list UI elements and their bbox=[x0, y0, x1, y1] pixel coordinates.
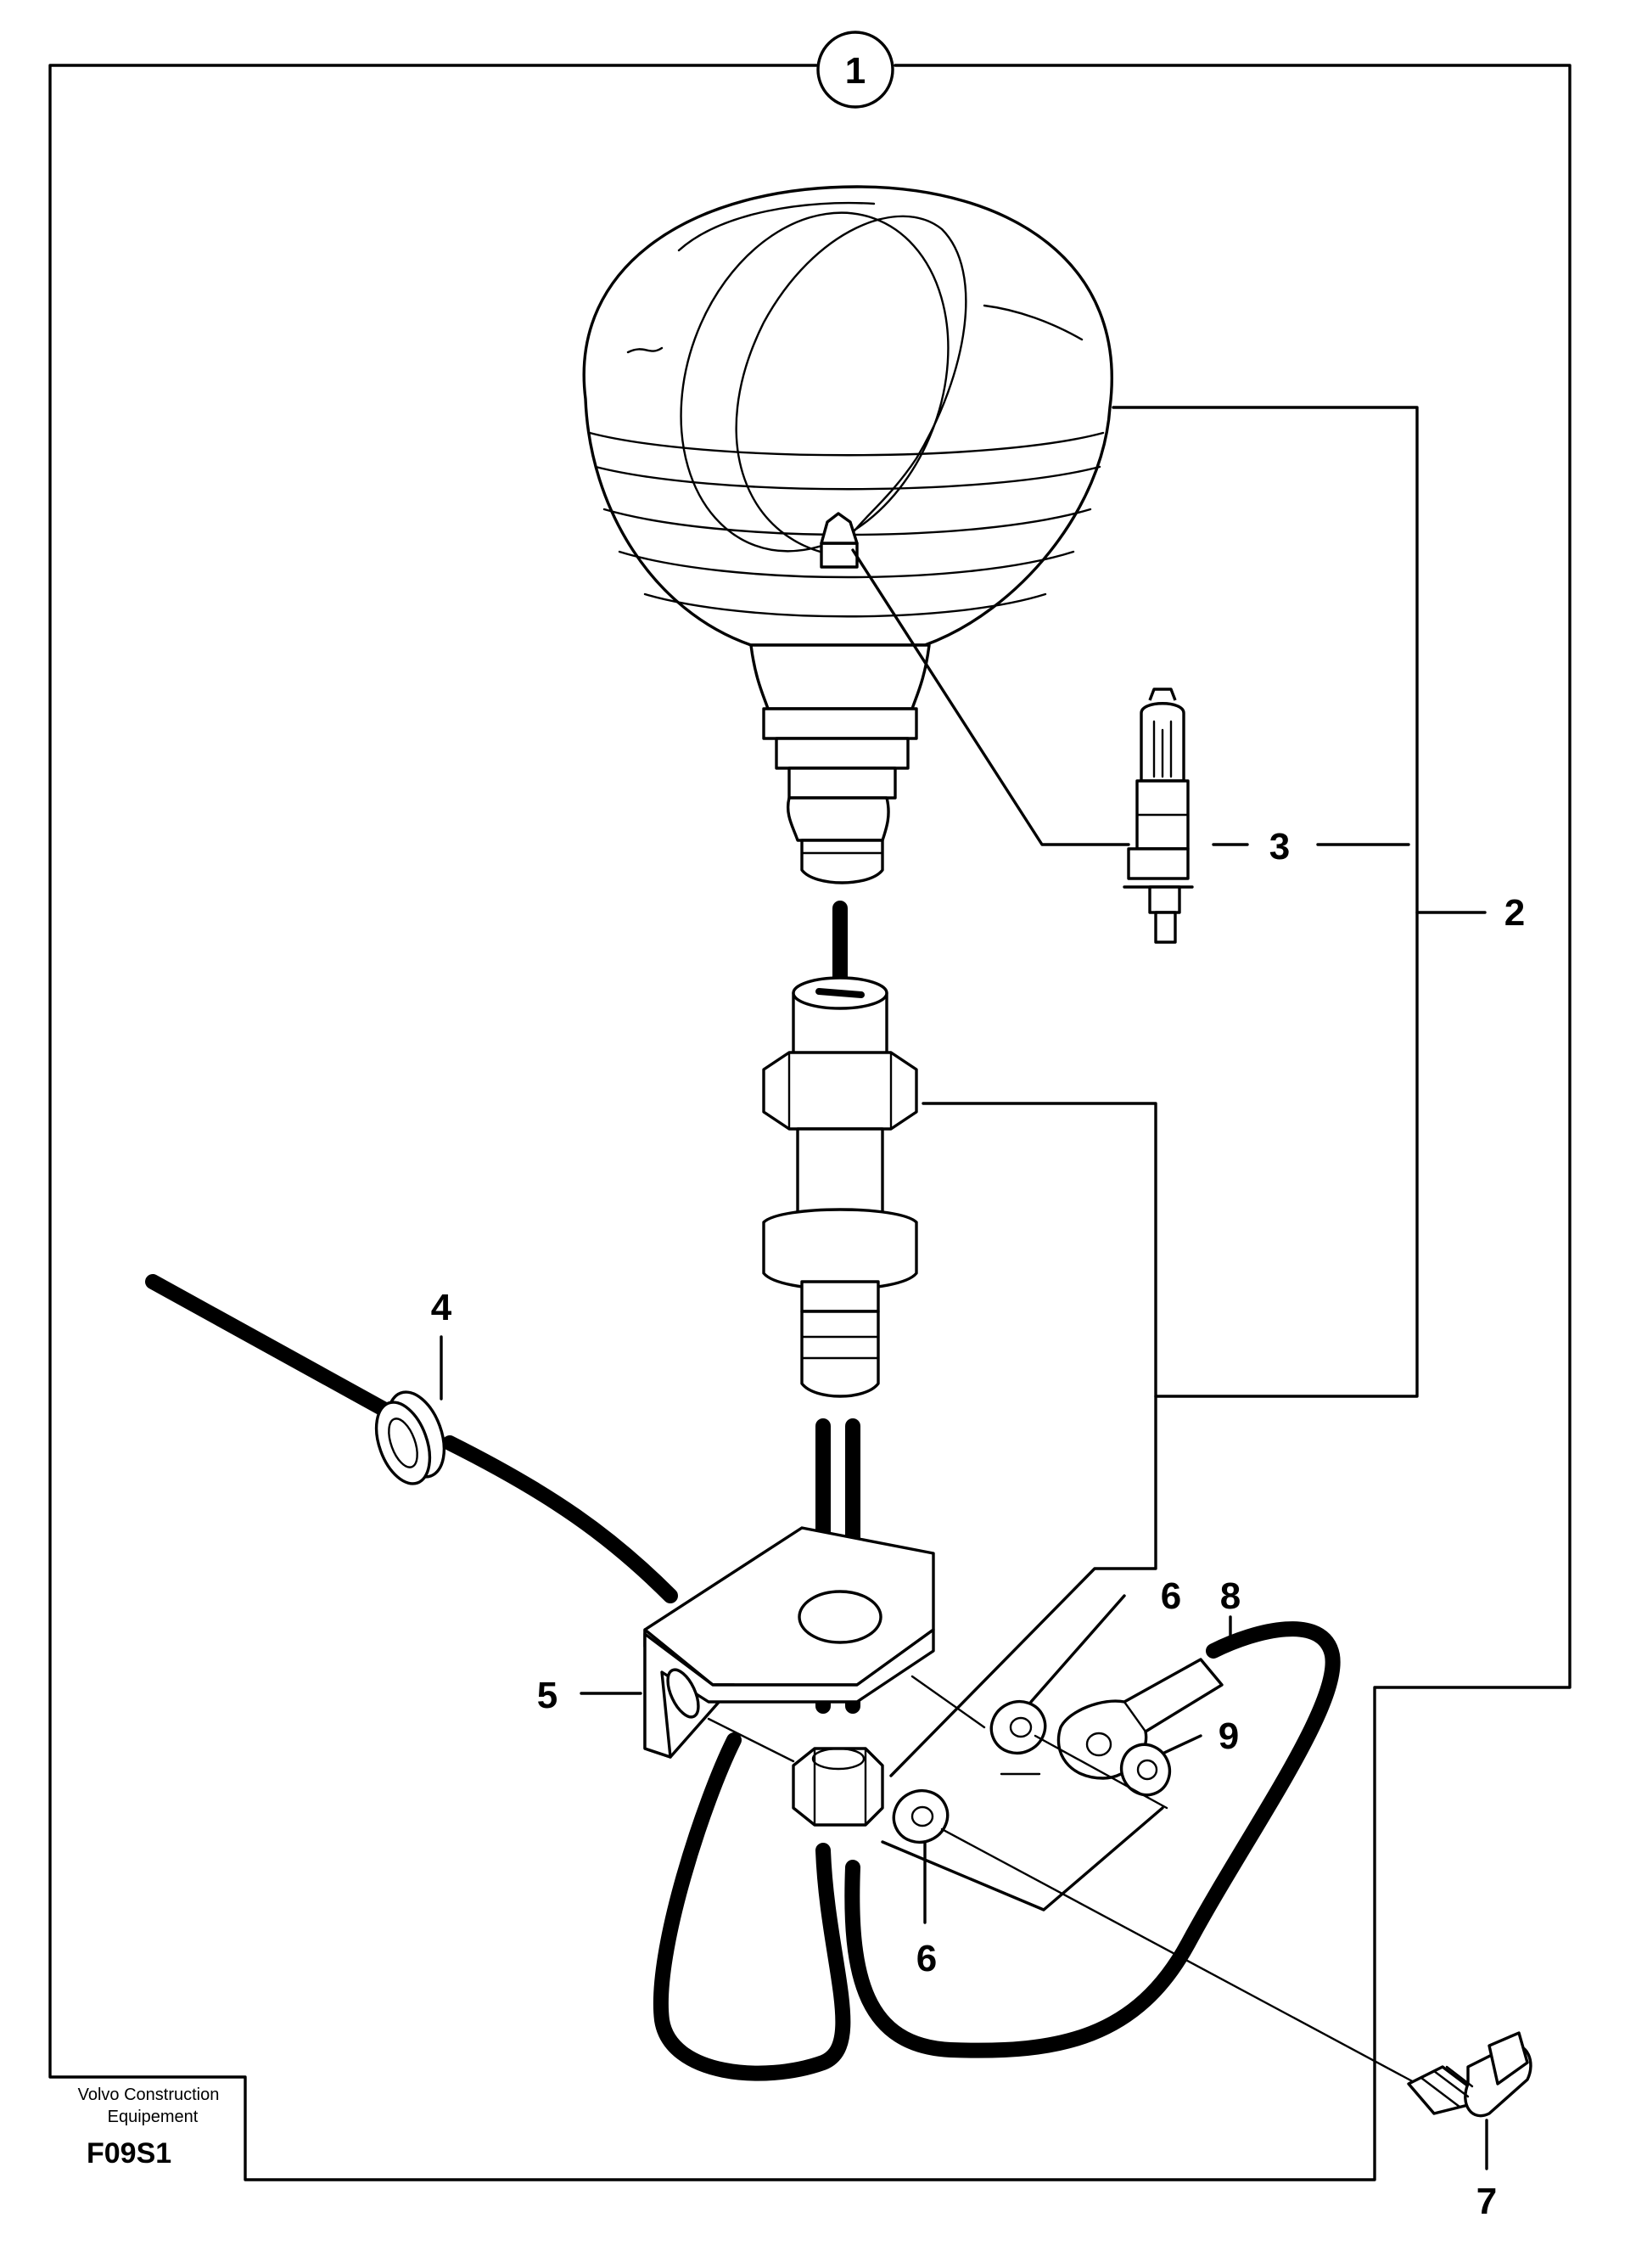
assembly-frame bbox=[48, 64, 1572, 2181]
callout-5: 5 bbox=[537, 1675, 557, 1716]
bulb bbox=[1123, 688, 1194, 944]
figure-code: F09S1 bbox=[87, 2137, 171, 2170]
brand-line-1: Volvo Construction bbox=[78, 2086, 220, 2104]
callout-9: 9 bbox=[1219, 1715, 1239, 1757]
callout-6-lower: 6 bbox=[916, 1938, 937, 1979]
mount-stem bbox=[762, 976, 918, 1398]
callout-2: 2 bbox=[1504, 892, 1525, 934]
mounting-bracket bbox=[643, 1526, 935, 1759]
screw bbox=[1407, 2031, 1532, 2118]
grommet bbox=[374, 1390, 446, 1485]
callout-4: 4 bbox=[431, 1287, 452, 1328]
callout-1: 1 bbox=[845, 50, 866, 92]
leader-6-upper bbox=[1029, 1594, 1126, 1704]
screw-group-bracket bbox=[881, 1806, 1164, 1912]
lamp-socket bbox=[749, 643, 931, 884]
ground-cable bbox=[653, 1621, 1341, 2081]
incoming-cable bbox=[145, 1274, 678, 1603]
callout-6-upper: 6 bbox=[1161, 1575, 1181, 1617]
lamp-globe bbox=[582, 185, 1113, 647]
lamp-assembly-bracket bbox=[1112, 406, 1419, 1398]
leader-3 bbox=[851, 548, 1410, 846]
assembly-line-washer bbox=[910, 1675, 986, 1729]
callout-8: 8 bbox=[1220, 1575, 1241, 1617]
assembly-callout-circle bbox=[816, 31, 894, 109]
brand-line-2: Equipement bbox=[108, 2108, 199, 2126]
washer-upper bbox=[989, 1699, 1047, 1755]
assembly-line-nut bbox=[707, 1717, 795, 1763]
screw-axis bbox=[940, 1734, 1419, 2086]
mount-group-bracket bbox=[889, 1102, 1157, 1777]
callout-3: 3 bbox=[1269, 826, 1290, 867]
washer-lower bbox=[892, 1788, 950, 1844]
callout-7: 7 bbox=[1476, 2181, 1497, 2222]
lock-washer bbox=[1119, 1743, 1172, 1797]
hex-nut bbox=[792, 1747, 884, 1827]
leader-9 bbox=[1163, 1734, 1202, 1754]
